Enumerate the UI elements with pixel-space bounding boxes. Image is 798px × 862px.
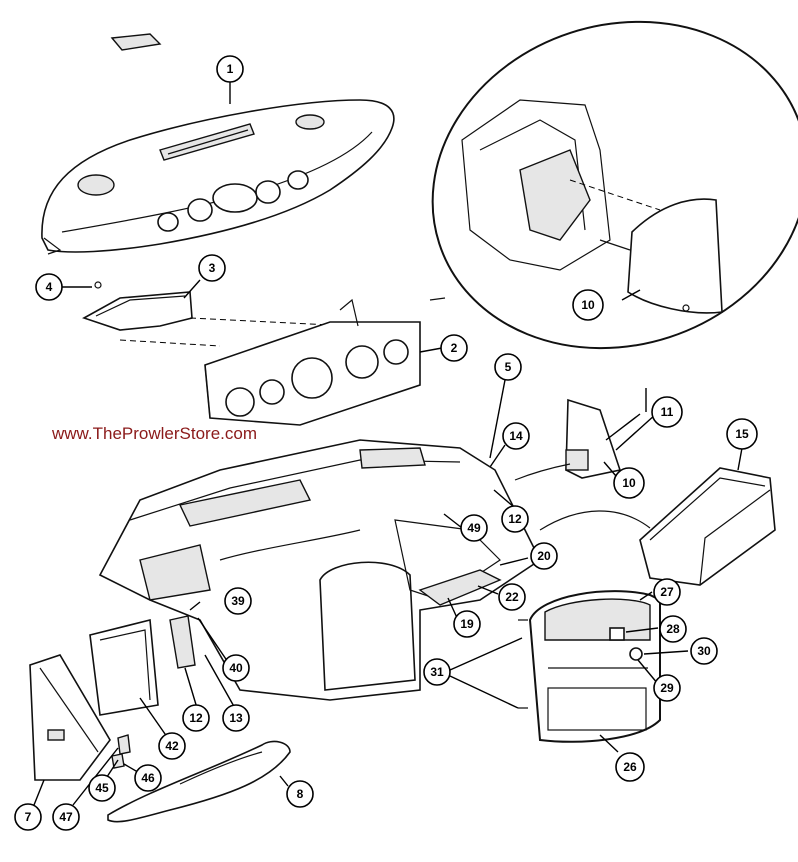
callout-26: 26 <box>615 752 645 782</box>
callout-label: 7 <box>25 810 32 824</box>
callout-label: 8 <box>297 787 304 801</box>
knee-bolster <box>107 740 291 823</box>
callout-10: 10 <box>613 467 645 499</box>
callout-22: 22 <box>498 583 526 611</box>
callout-label: 46 <box>141 771 155 785</box>
callout-label: 20 <box>537 549 551 563</box>
callout-label: 1 <box>227 62 234 76</box>
callout-label: 47 <box>59 810 73 824</box>
callout-label: 12 <box>189 711 203 725</box>
callout-label: 29 <box>660 681 674 695</box>
mounting-bracket <box>82 281 193 331</box>
callout-4: 4 <box>35 273 63 301</box>
store-watermark: www.TheProwlerStore.com <box>52 424 258 443</box>
callout-19: 19 <box>453 610 481 638</box>
instrument-panel-body <box>98 439 542 701</box>
callout-20: 20 <box>530 542 558 570</box>
callout-12-right: 12 <box>501 505 529 533</box>
callout-8: 8 <box>286 780 314 808</box>
callout-30: 30 <box>690 637 718 665</box>
callout-39: 39 <box>224 587 252 615</box>
callout-label: 5 <box>505 360 512 374</box>
callout-2: 2 <box>440 334 468 362</box>
callout-label: 4 <box>46 280 53 294</box>
callout-label: 30 <box>697 644 711 658</box>
callout-label: 10 <box>622 476 636 490</box>
callout-1: 1 <box>216 55 244 83</box>
right-end-cap <box>514 398 622 481</box>
passenger-airbag-module <box>539 467 776 586</box>
callout-label: 39 <box>231 594 245 608</box>
callout-3: 3 <box>198 254 226 282</box>
callout-45: 45 <box>88 774 116 802</box>
callout-31: 31 <box>423 658 451 686</box>
callout-label: 13 <box>229 711 243 725</box>
callout-label: 28 <box>666 622 680 636</box>
callout-label: 31 <box>430 665 444 679</box>
callout-label: 15 <box>735 427 749 441</box>
callout-label: 42 <box>165 739 179 753</box>
callout-label: 2 <box>451 341 458 355</box>
callout-28: 28 <box>659 615 687 643</box>
callout-label: 40 <box>229 661 243 675</box>
callout-47: 47 <box>52 803 80 831</box>
callout-27: 27 <box>653 578 681 606</box>
left-end-cap <box>29 654 111 781</box>
callout-label: 22 <box>505 590 519 604</box>
callout-label: 27 <box>660 585 674 599</box>
callout-29: 29 <box>653 674 681 702</box>
callout-15: 15 <box>726 418 758 450</box>
callout-40: 40 <box>222 654 250 682</box>
callout-label: 11 <box>661 405 674 419</box>
callout-label: 49 <box>467 521 481 535</box>
callout-label: 14 <box>509 429 523 443</box>
callout-label: 12 <box>508 512 522 526</box>
instrument-cluster <box>204 297 446 426</box>
callout-14: 14 <box>502 422 530 450</box>
left-switch-bracket <box>89 618 159 769</box>
callout-42: 42 <box>158 732 186 760</box>
callout-13: 13 <box>222 704 250 732</box>
small-clip-part <box>110 33 162 51</box>
callout-49: 49 <box>460 514 488 542</box>
callout-label: 19 <box>460 617 474 631</box>
callout-7: 7 <box>14 803 42 831</box>
callout-46: 46 <box>134 764 162 792</box>
callout-5: 5 <box>494 353 522 381</box>
callout-12-left: 12 <box>182 704 210 732</box>
callout-label: 10 <box>581 298 595 312</box>
instrument-panel-top-cover <box>41 99 395 255</box>
inset-detail-view <box>431 20 798 350</box>
callout-label: 45 <box>95 781 109 795</box>
callout-label: 26 <box>623 760 637 774</box>
callout-label: 3 <box>209 261 216 275</box>
center-bezel <box>518 590 661 743</box>
callout-10-inset: 10 <box>572 289 604 321</box>
callout-11: 11 <box>651 396 683 428</box>
